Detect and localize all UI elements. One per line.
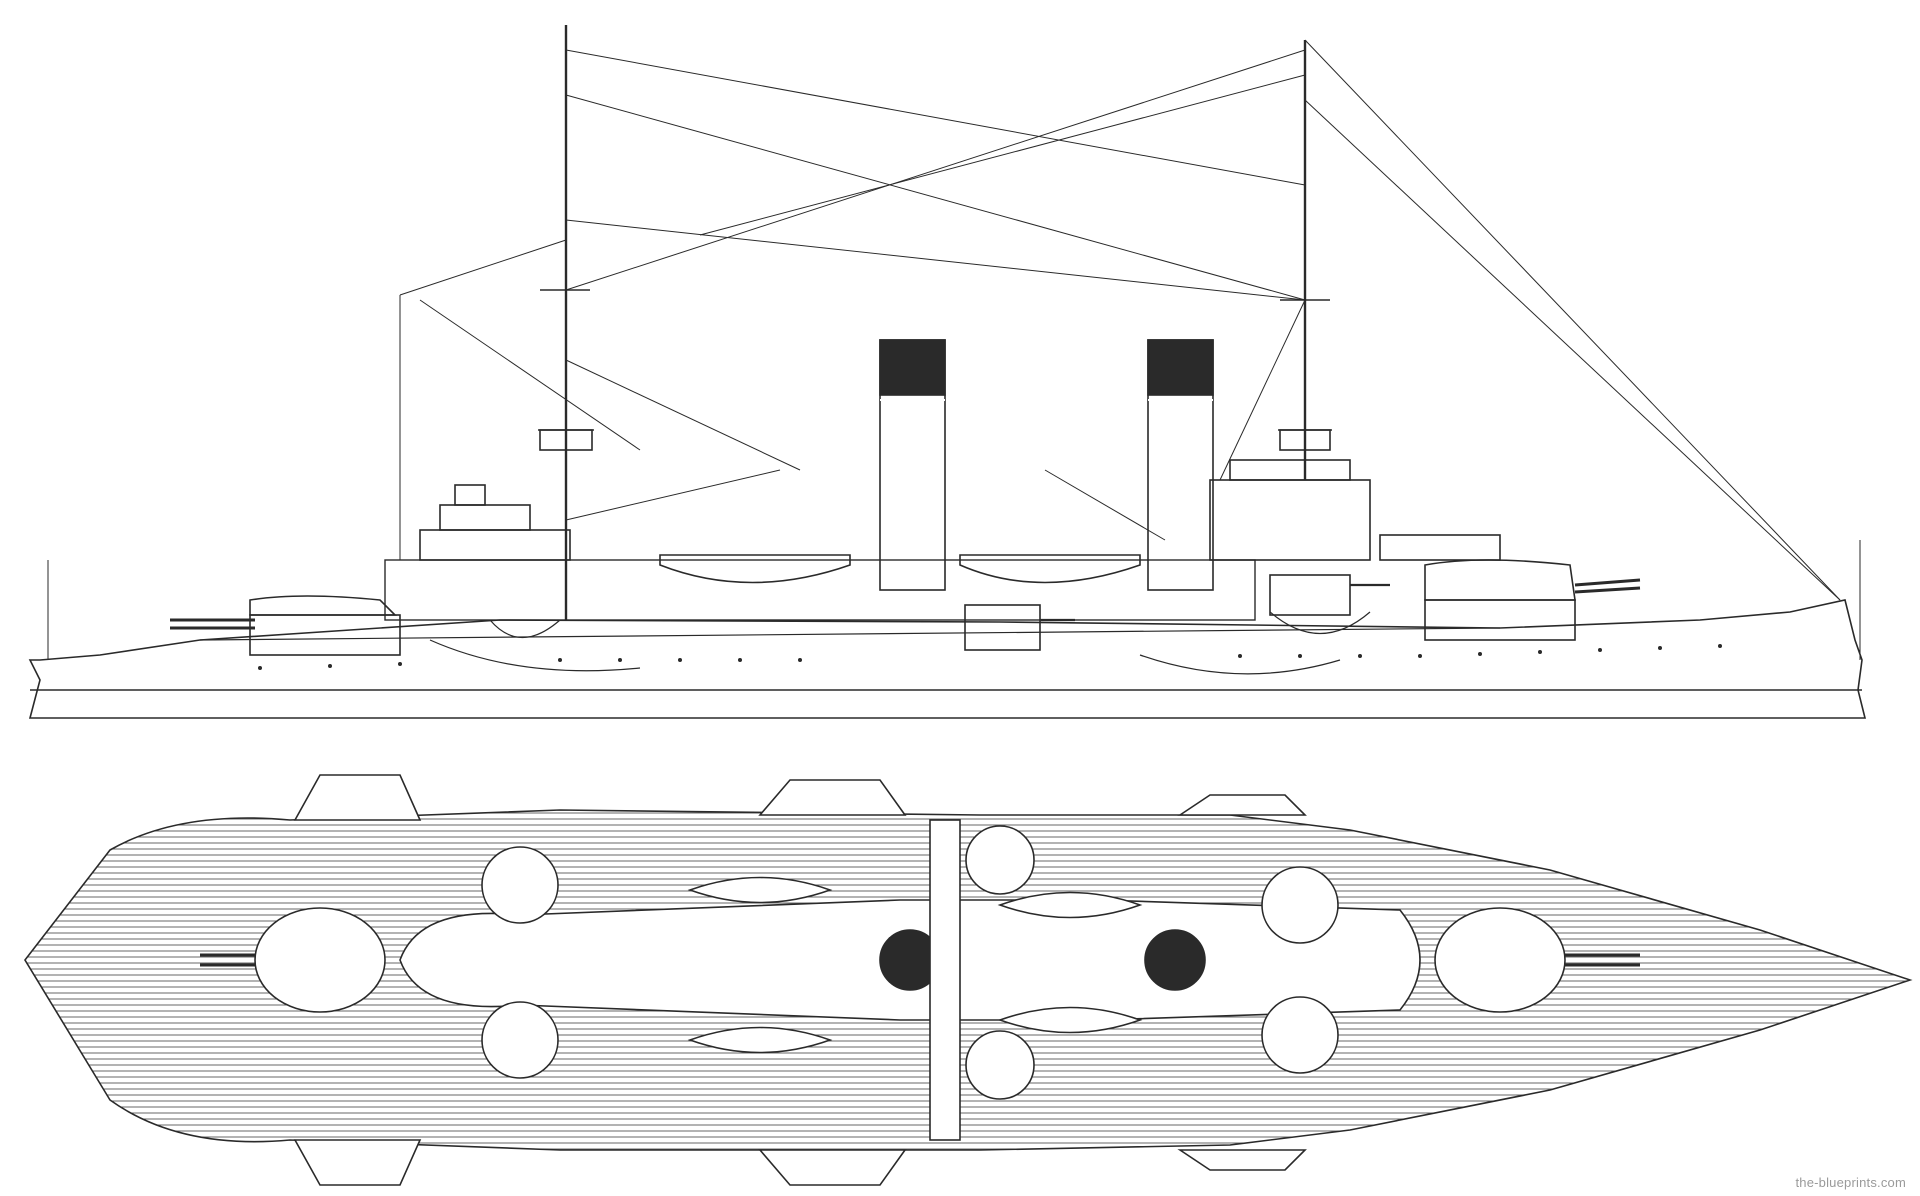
hull-outline (28, 599, 1867, 719)
plan-view (24, 774, 1913, 1186)
funnel-aft (879, 339, 946, 591)
rigging (47, 39, 1861, 660)
side-elevation (28, 25, 1867, 719)
main-mast-aft (538, 25, 594, 620)
main-mast-fore (1278, 40, 1332, 480)
forward-main-turret (1424, 559, 1641, 641)
aft-turret-plan (254, 907, 386, 1013)
aft-main-turret (170, 595, 401, 656)
funnel-fore-plan (1144, 929, 1206, 991)
funnel-fore (1147, 339, 1214, 591)
forward-turret-plan (1434, 907, 1566, 1013)
portholes (258, 644, 1722, 670)
watermark: the-blueprints.com (1795, 1175, 1906, 1190)
